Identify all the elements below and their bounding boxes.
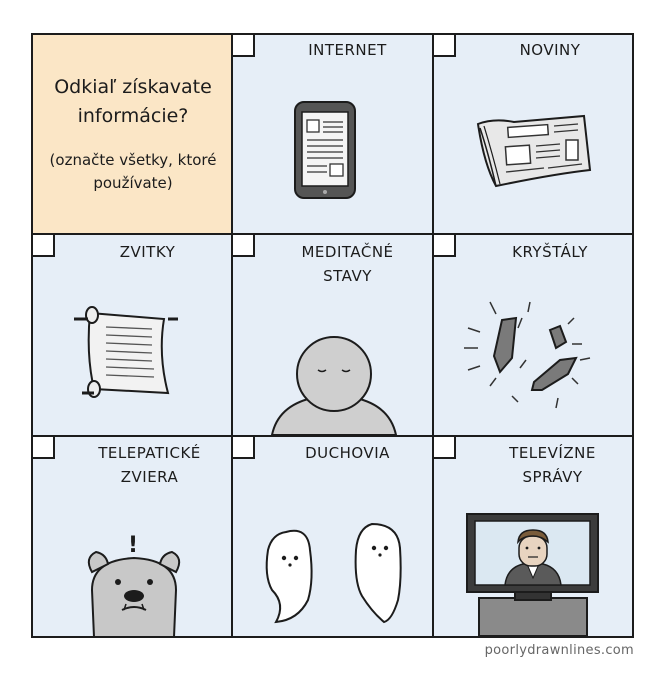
credit-text: poorlydrawnlines.com [484,643,634,658]
ghosts-icon [265,522,402,624]
newspaper-icon [476,114,592,188]
checkbox-duchovia[interactable] [233,437,255,459]
scroll-icon [74,306,178,398]
grid-line [231,33,233,638]
checkbox-internet[interactable] [233,35,255,57]
option-label-telepaticke: TELEPATICKÉ ZVIERA [98,444,201,486]
option-label-krystaly: KRYŠTÁLY [512,243,588,261]
grid-line [432,33,434,638]
option-label-meditacne: MEDITAČNÉ STAVY [301,243,394,285]
checkbox-televizne[interactable] [434,437,456,459]
checkbox-telepaticke[interactable] [33,437,55,459]
dog-icon: ! [87,533,181,638]
grid-line [31,233,634,235]
question-text: Odkiaľ získavate informácie? [54,76,212,127]
tv-news-icon [466,513,599,637]
checkbox-noviny[interactable] [434,35,456,57]
checkbox-meditacne[interactable] [233,235,255,257]
svg-text:!: ! [128,533,138,558]
question-instruction: (označte všetky, ktoré používate) [49,151,217,192]
option-label-duchovia: DUCHOVIA [305,444,390,462]
meditating-person-icon [270,336,398,436]
checkbox-zvitky[interactable] [33,235,55,257]
question-cell [33,35,231,233]
tablet-icon [294,101,356,199]
question: Odkiaľ získavate informácie? (označte vš… [40,73,226,195]
option-label-noviny: NOVINY [519,41,581,59]
checkbox-krystaly[interactable] [434,235,456,257]
option-label-televizne: TELEVÍZNE SPRÁVY [509,444,596,486]
option-label-zvitky: ZVITKY [119,243,176,261]
crystals-icon [464,301,591,409]
option-label-internet: INTERNET [308,41,387,59]
